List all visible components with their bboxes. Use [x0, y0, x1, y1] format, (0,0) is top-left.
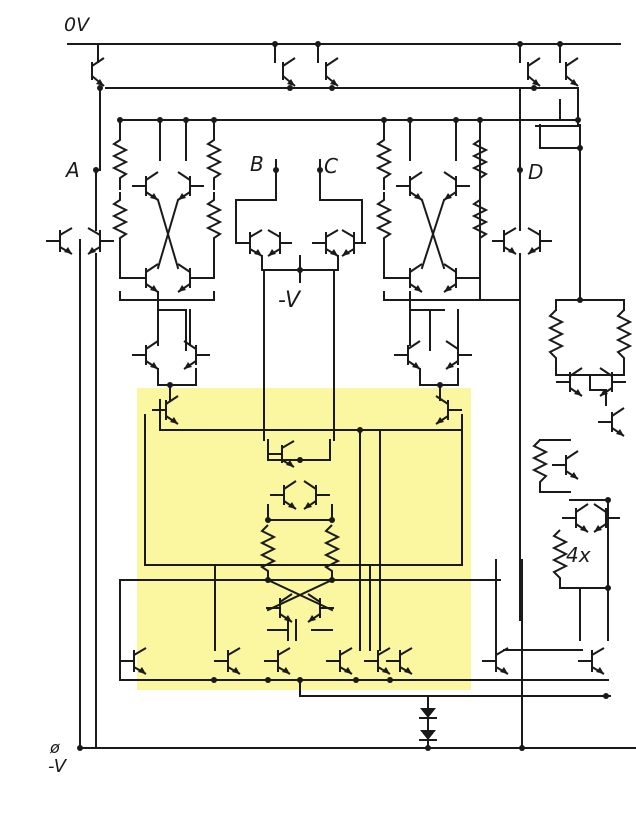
highlighted-block: [137, 388, 471, 690]
junction-dots: [77, 41, 611, 751]
core-cell: [144, 399, 463, 651]
node-label-b: B: [250, 152, 264, 176]
ratio-label: 4x: [566, 543, 591, 567]
rail-label-neg-v: -V: [48, 756, 67, 777]
rail-label-ground: ø: [50, 738, 60, 757]
node-label-d: D: [528, 160, 544, 184]
rail-label-0v: 0V: [64, 14, 90, 36]
right-resistors: [531, 299, 633, 641]
node-label-c: C: [324, 154, 338, 178]
mid-supply-label: -V: [278, 288, 301, 313]
upper-resistors: [111, 130, 489, 250]
diode-string: [419, 695, 437, 749]
node-label-a: A: [66, 158, 80, 182]
